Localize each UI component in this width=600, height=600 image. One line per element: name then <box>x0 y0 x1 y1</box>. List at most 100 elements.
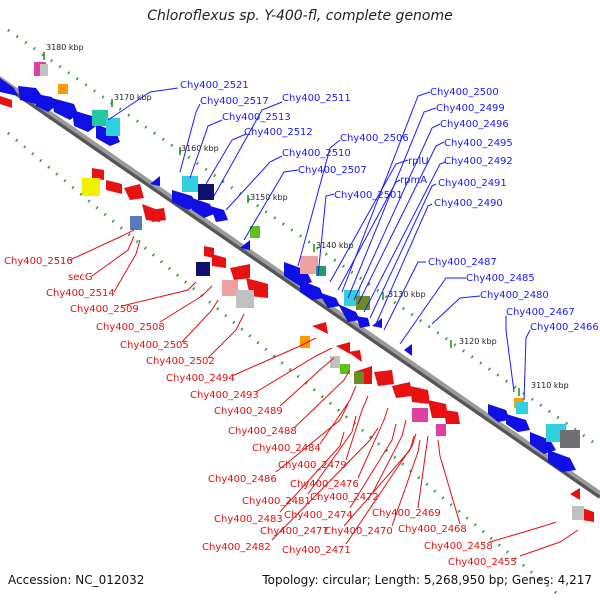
forward-leader <box>505 316 515 393</box>
reverse-leader <box>319 385 357 445</box>
gene-label-chy400-2501: Chy400_2501 <box>334 190 403 201</box>
reverse-leader <box>371 419 407 495</box>
reverse-gene <box>570 488 580 500</box>
forward-leader <box>363 161 447 313</box>
gene-label-chy400-2489: Chy400_2489 <box>214 406 283 417</box>
reverse-gene <box>336 342 350 354</box>
forward-gene <box>404 344 412 356</box>
feature-block <box>130 216 142 230</box>
reverse-leaders <box>69 229 579 557</box>
reverse-leader <box>121 281 197 307</box>
reverse-leader <box>345 433 417 545</box>
gene-label-chy400-2507: Chy400_2507 <box>298 165 367 176</box>
feature-block <box>196 262 210 276</box>
reverse-leader <box>349 423 397 509</box>
forward-labels: Chy400_2521 Chy400_2517 Chy400_2513 Chy4… <box>180 80 599 333</box>
gene-label-chy400-2508: Chy400_2508 <box>96 322 165 333</box>
scale-label-3120: 3120 kbp <box>459 337 497 346</box>
feature-block <box>82 178 100 196</box>
reverse-leader <box>343 435 415 527</box>
gene-label-chy400-2482: Chy400_2482 <box>202 542 271 553</box>
reverse-gene <box>212 254 226 268</box>
reverse-gene <box>428 400 448 418</box>
gene-label-chy400-2490: Chy400_2490 <box>434 198 503 209</box>
forward-leader <box>225 155 283 211</box>
forward-leaders <box>107 87 531 401</box>
forward-gene <box>488 404 510 422</box>
gene-label-chy400-2502: Chy400_2502 <box>146 356 215 367</box>
gene-label-chy400-2467: Chy400_2467 <box>506 307 575 318</box>
feature-block <box>222 280 238 296</box>
forward-leader <box>353 123 441 301</box>
reverse-leader <box>489 521 557 543</box>
gene-label-chy400-2513: Chy400_2513 <box>222 112 291 123</box>
forward-leader <box>213 101 283 197</box>
forward-leader <box>375 203 433 325</box>
gene-label-chy400-2495: Chy400_2495 <box>444 138 513 149</box>
gene-label-rplu: rplU <box>408 156 429 167</box>
reverse-leader <box>255 347 333 393</box>
gene-label-chy400-2479: Chy400_2479 <box>278 460 347 471</box>
reverse-gene <box>312 322 328 334</box>
gene-label-chy400-2491: Chy400_2491 <box>438 178 507 189</box>
genome-summary: Topology: circular; Length: 5,268,950 bp… <box>262 573 592 587</box>
forward-gene <box>240 240 250 250</box>
gene-label-chy400-2469: Chy400_2469 <box>372 508 441 519</box>
forward-leader <box>297 139 341 267</box>
gene-label-chy400-2511: Chy400_2511 <box>282 93 351 104</box>
reverse-gene <box>230 264 250 280</box>
reverse-gene <box>582 508 594 522</box>
feature-block <box>106 118 120 136</box>
forward-gene <box>36 94 56 112</box>
reverse-leader <box>279 431 345 513</box>
gene-label-chy400-2492: Chy400_2492 <box>444 156 513 167</box>
forward-gene <box>0 78 18 96</box>
forward-gene <box>150 176 160 186</box>
forward-gene <box>300 280 324 300</box>
forward-gene <box>506 414 530 432</box>
gene-label-chy400-2472: Chy400_2472 <box>310 492 379 503</box>
reverse-gene <box>150 208 166 222</box>
reverse-leader <box>181 299 219 343</box>
gene-label-chy400-2485: Chy400_2485 <box>466 273 535 284</box>
feature-block <box>340 364 350 374</box>
gene-label-chy400-2481: Chy400_2481 <box>242 496 311 507</box>
reverse-gene <box>374 370 394 386</box>
forward-leader <box>243 169 299 241</box>
gene-label-chy400-2488: Chy400_2488 <box>228 426 297 437</box>
reverse-gene <box>204 246 214 258</box>
feature-block <box>58 84 68 94</box>
forward-leader <box>179 103 201 173</box>
gene-label-chy400-2466: Chy400_2466 <box>530 322 599 333</box>
gene-label-rpma: rpmA <box>400 175 427 186</box>
reverse-leader <box>391 439 421 527</box>
gene-label-chy400-2477: Chy400_2477 <box>260 526 329 537</box>
feature-block <box>572 506 584 520</box>
feature-block <box>40 64 48 76</box>
forward-leader <box>337 179 401 291</box>
gene-label-chy400-2471: Chy400_2471 <box>282 545 351 556</box>
feature-block <box>198 184 214 200</box>
forward-gene <box>318 292 340 308</box>
reverse-leader <box>275 403 349 473</box>
gene-label-chy400-2506: Chy400_2506 <box>340 133 409 144</box>
gene-label-chy400-2496: Chy400_2496 <box>440 119 509 130</box>
reverse-leader <box>293 369 351 429</box>
gene-label-chy400-2486: Chy400_2486 <box>208 474 277 485</box>
forward-leader <box>205 133 247 185</box>
reverse-gene <box>124 184 144 200</box>
forward-gene <box>52 98 78 120</box>
reverse-leader <box>357 407 389 479</box>
scale-label-3170: 3170 kbp <box>114 93 152 102</box>
reverse-leader <box>307 415 357 495</box>
forward-gene <box>338 304 360 322</box>
gene-label-chy400-2510: Chy400_2510 <box>282 148 351 159</box>
forward-leader <box>189 119 223 179</box>
reverse-leader <box>91 235 135 277</box>
forward-leader <box>523 329 531 401</box>
map-title: Chloroflexus sp. Y-400-fl, complete geno… <box>147 8 453 24</box>
reverse-leader <box>159 285 213 323</box>
feature-block <box>412 408 428 422</box>
feature-block <box>316 266 326 276</box>
reverse-gene <box>348 350 362 362</box>
